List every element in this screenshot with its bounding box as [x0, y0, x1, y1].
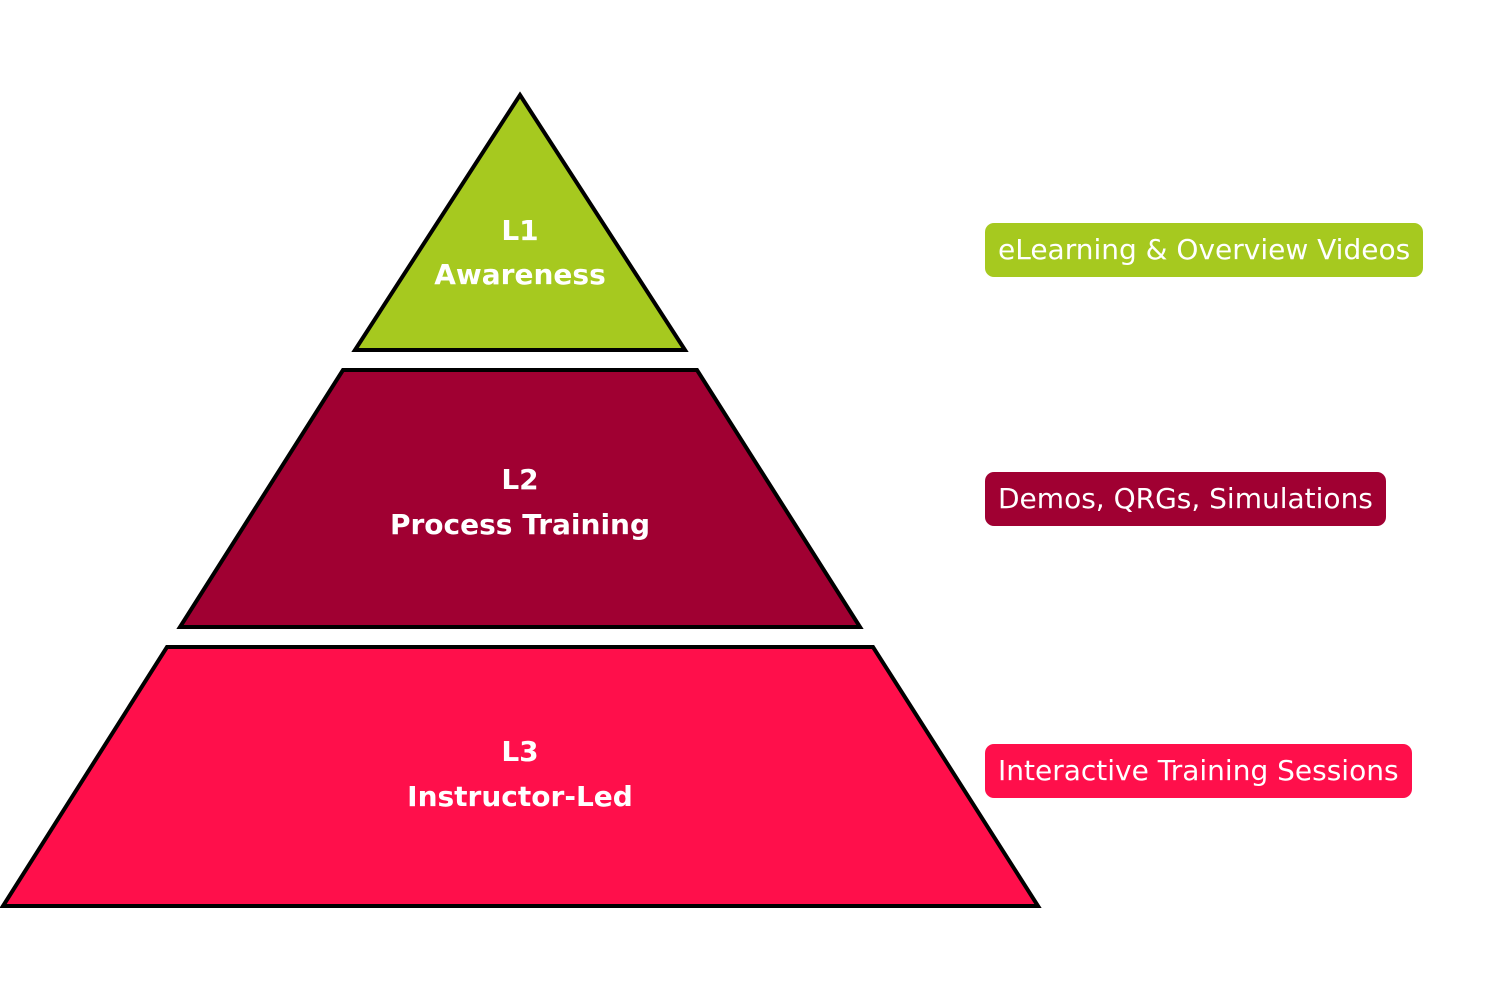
tier-l1-code: L1 [501, 214, 538, 247]
tier-l3-code: L3 [501, 735, 538, 768]
tier-l3-shape [0, 645, 1042, 908]
pyramid-tier-l1: L1 Awareness [351, 91, 689, 352]
pyramid-tier-l2: L2 Process Training [176, 368, 864, 629]
tier-l1-title: Awareness [434, 258, 606, 291]
tier-l2-code: L2 [501, 463, 538, 496]
level-l2-description: Demos, QRGs, Simulations [985, 472, 1386, 526]
tier-l3-title: Instructor-Led [407, 780, 633, 813]
level-l3-description: Interactive Training Sessions [985, 744, 1412, 798]
pyramid-tier-l3: L3 Instructor-Led [0, 645, 1042, 908]
level-l1-description: eLearning & Overview Videos [985, 223, 1424, 277]
tier-l2-shape [176, 368, 864, 629]
tier-l1-shape [351, 91, 689, 352]
tier-l2-title: Process Training [390, 508, 650, 541]
